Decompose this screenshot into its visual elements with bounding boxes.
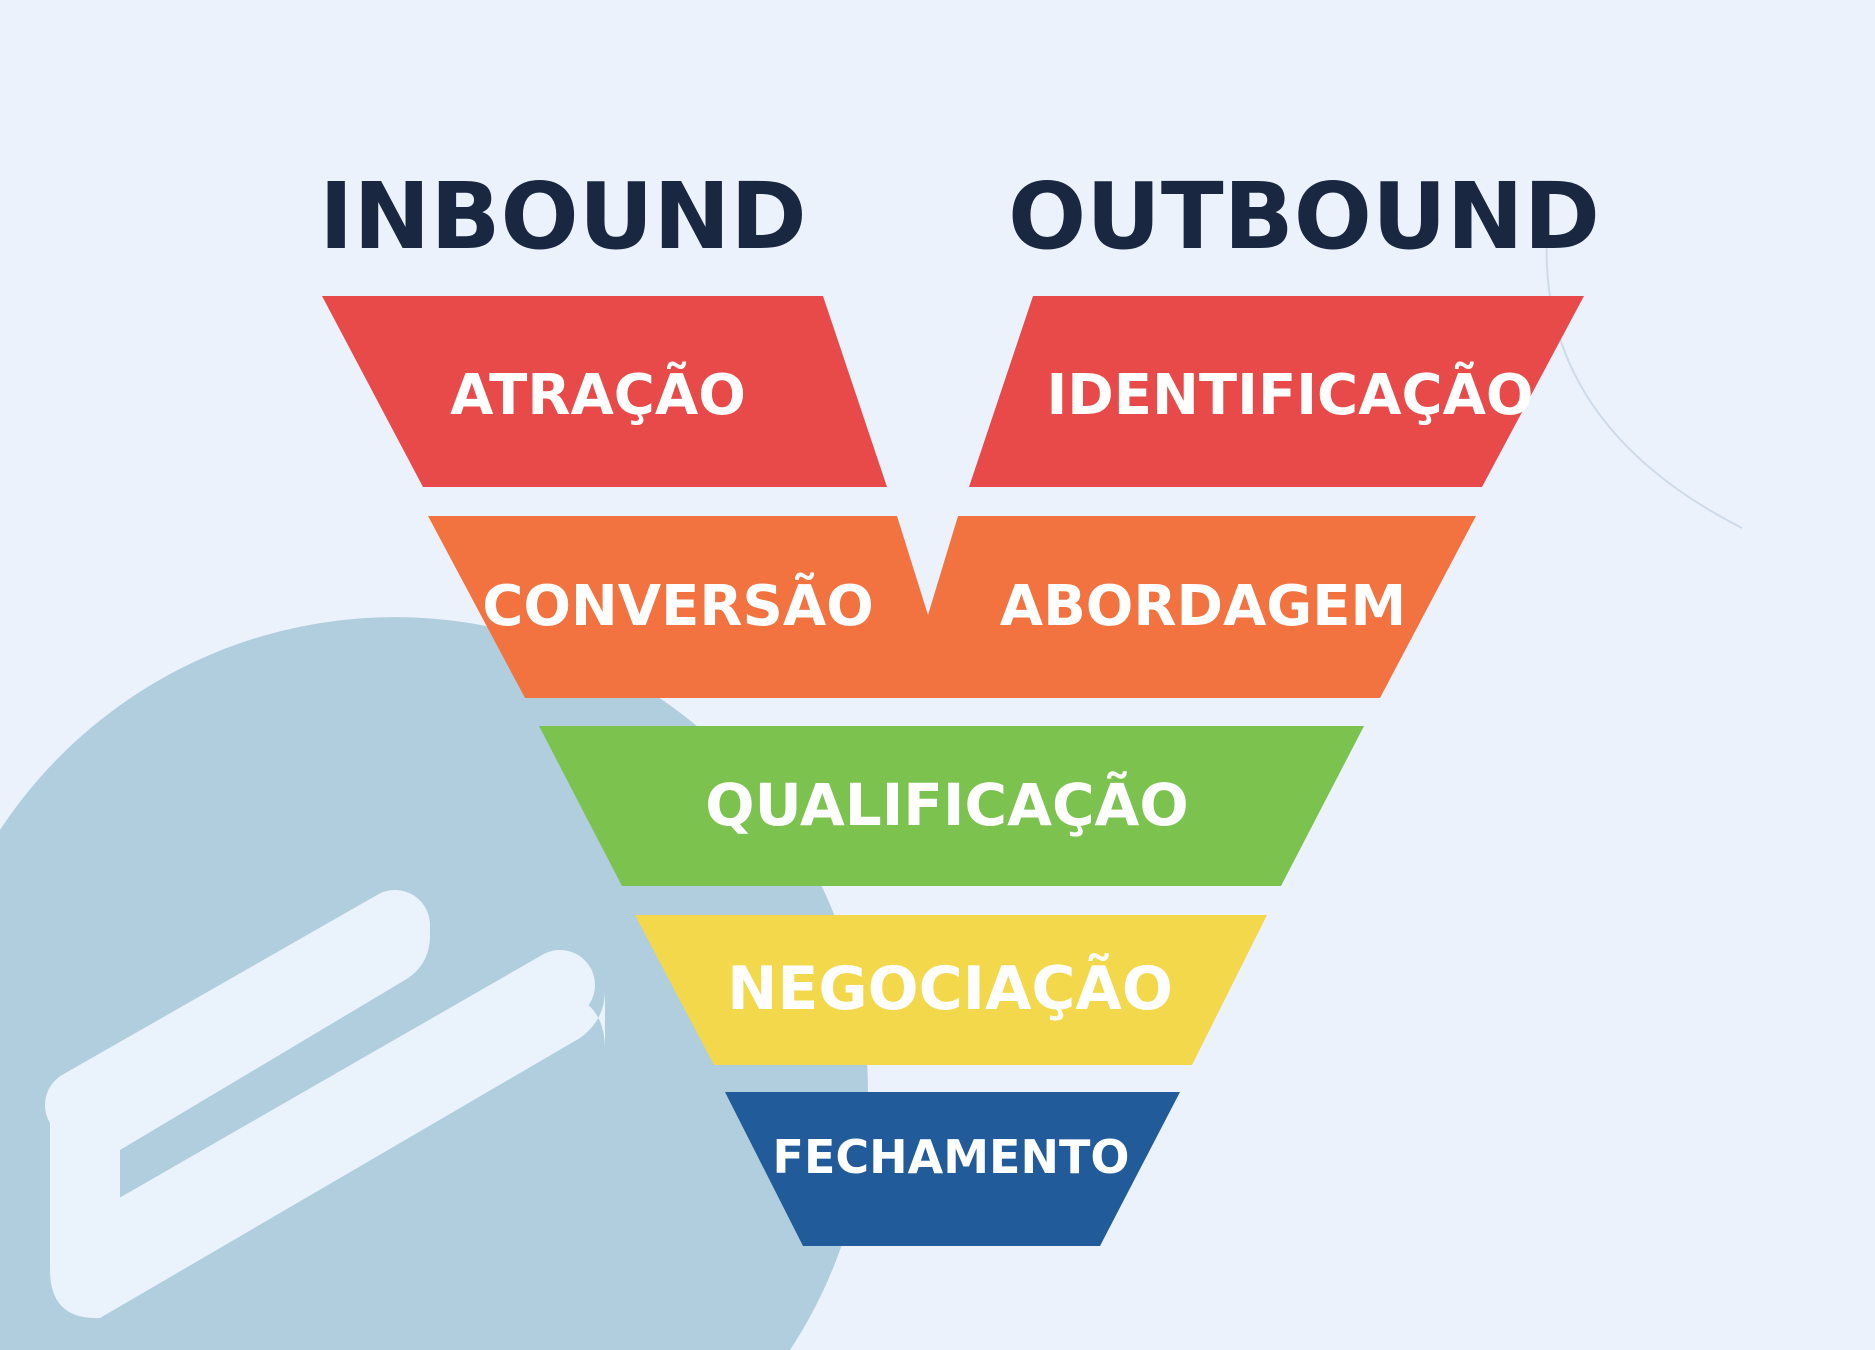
stage-qualification-bar [539, 726, 1364, 886]
stage-attraction-bar [322, 296, 887, 487]
stage-negotiation-label: NEGOCIAÇÃO [727, 952, 1173, 1024]
inbound-heading: INBOUND [319, 163, 807, 270]
stage-approach-label: ABORDAGEM [1000, 574, 1407, 639]
decorative-arc [1545, 219, 1743, 529]
stage-identification-label: IDENTIFICAÇÃO [1046, 362, 1533, 428]
stage-conversion-label: CONVERSÃO [482, 573, 874, 639]
stage-closing-bar [725, 1092, 1180, 1246]
decorative-logo-stroke-icon [45, 890, 595, 1270]
stage-closing-label: FECHAMENTO [773, 1130, 1130, 1184]
stage-identification-bar [969, 296, 1584, 487]
stage-qualification-label: QUALIFICAÇÃO [705, 770, 1188, 839]
stage-conversion-approach-bar [428, 516, 1476, 698]
outbound-heading: OUTBOUND [1008, 163, 1600, 270]
stage-negotiation-bar [635, 915, 1267, 1065]
stage-attraction-label: ATRAÇÃO [450, 362, 746, 428]
